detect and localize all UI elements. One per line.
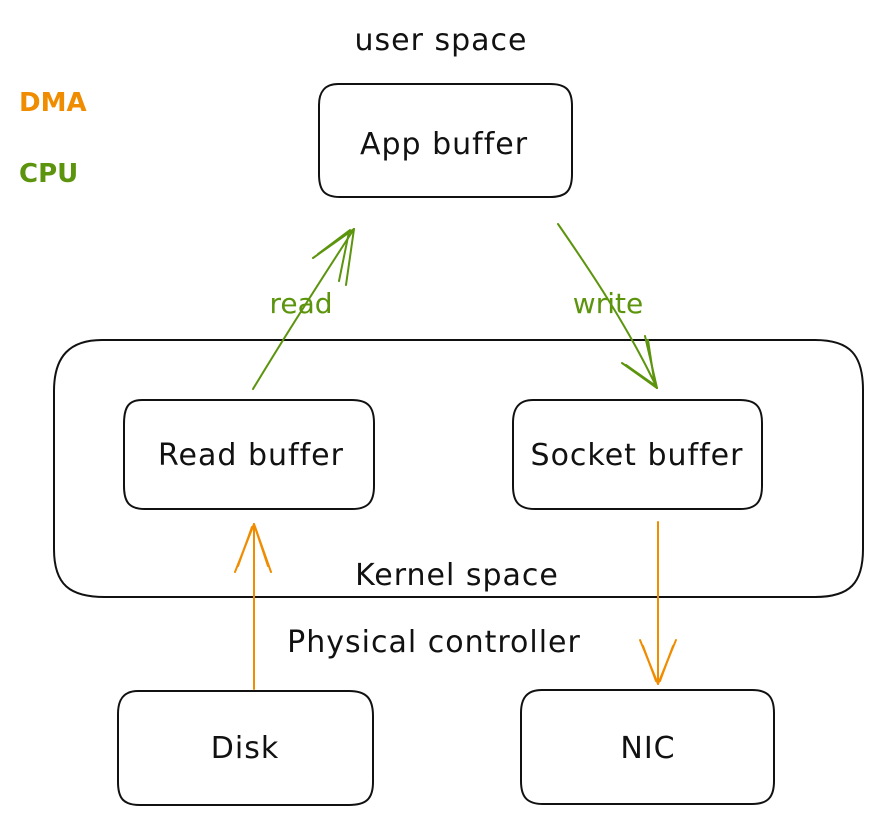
socket-buffer-node: Socket buffer — [512, 399, 763, 510]
user-space-label: user space — [355, 23, 528, 58]
app-buffer-node: App buffer — [318, 83, 573, 198]
write-arrow-label: write — [573, 287, 643, 320]
kernel-space-container: Kernel space — [53, 339, 864, 598]
physical-controller-label: Physical controller — [287, 625, 581, 660]
disk-node: Disk — [117, 690, 374, 806]
socket-buffer-to-nic-arrow — [639, 521, 677, 685]
legend-dma-label: DMA — [19, 88, 87, 118]
write-arrow — [557, 223, 658, 389]
nic-label: NIC — [620, 731, 675, 766]
app-buffer-label: App buffer — [360, 127, 528, 162]
nic-node: NIC — [520, 689, 775, 805]
legend-cpu-label: CPU — [19, 159, 78, 189]
read-arrow-label: read — [269, 287, 332, 320]
socket-buffer-label: Socket buffer — [531, 438, 744, 473]
kernel-space-label: Kernel space — [355, 558, 559, 593]
disk-label: Disk — [211, 731, 279, 766]
read-arrow — [252, 228, 355, 390]
disk-to-read-buffer-arrow — [234, 523, 272, 690]
read-buffer-node: Read buffer — [123, 399, 375, 510]
read-buffer-label: Read buffer — [158, 438, 344, 473]
